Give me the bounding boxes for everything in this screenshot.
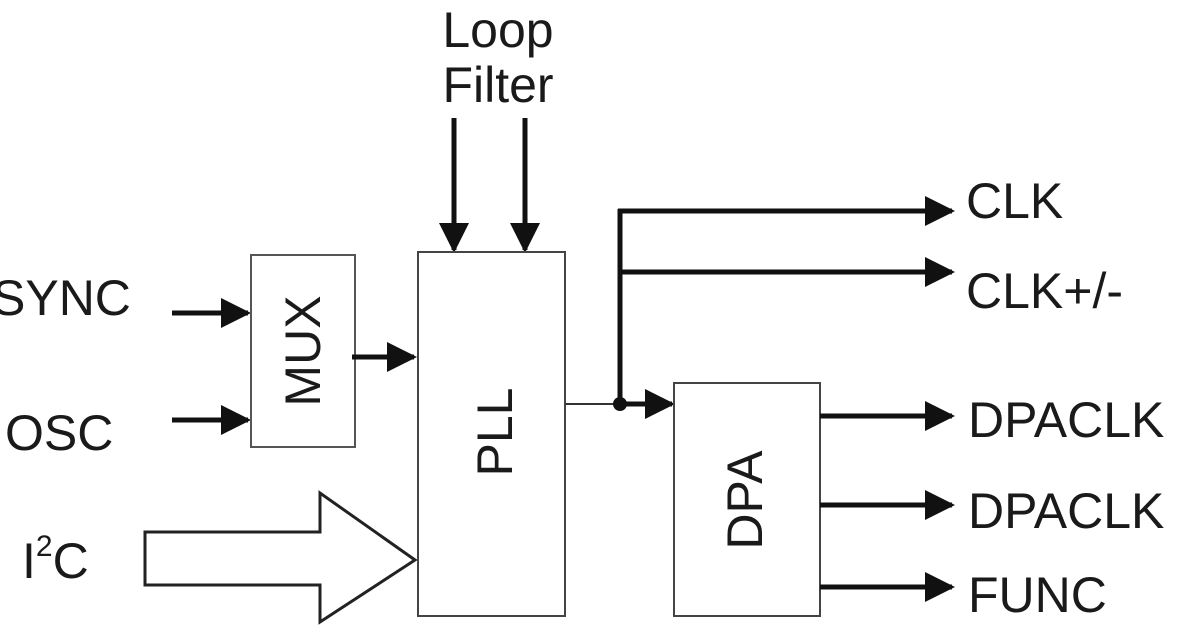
clk-output-label: CLK: [966, 173, 1063, 229]
sync-input-label: SYNC: [0, 270, 131, 326]
pll-label: PLL: [467, 388, 523, 477]
osc-input-label: OSC: [5, 405, 113, 461]
clk-diff-output-label: CLK+/-: [966, 263, 1123, 319]
dpaclk-1-output-label: DPACLK: [968, 392, 1164, 448]
loop-filter-label-line1: Loop: [442, 2, 553, 58]
pll-block: [417, 251, 566, 617]
loop-filter-label-line2: Filter: [442, 57, 553, 113]
dpa-label: DPA: [717, 450, 773, 550]
dpa-block: [673, 382, 821, 617]
mux-label: MUX: [275, 295, 331, 406]
func-output-label: FUNC: [968, 567, 1107, 623]
mux-block: [250, 254, 356, 448]
i2c-bus-arrow: [143, 490, 418, 625]
dpaclk-2-output-label: DPACLK: [968, 483, 1164, 539]
i2c-input-label: I2C: [22, 530, 89, 589]
